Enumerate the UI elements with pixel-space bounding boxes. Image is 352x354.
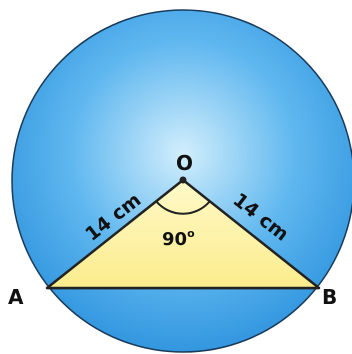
center-point bbox=[179, 176, 187, 184]
angle-label: 90o bbox=[162, 227, 195, 250]
angle-arc bbox=[155, 200, 211, 215]
degree-symbol: o bbox=[187, 227, 195, 240]
vertex-label-b: B bbox=[322, 285, 337, 309]
vertex-label-o: O bbox=[176, 151, 193, 175]
triangle-oab bbox=[45, 178, 321, 290]
vertex-label-a: A bbox=[8, 285, 24, 309]
angle-value: 90 bbox=[162, 229, 187, 250]
